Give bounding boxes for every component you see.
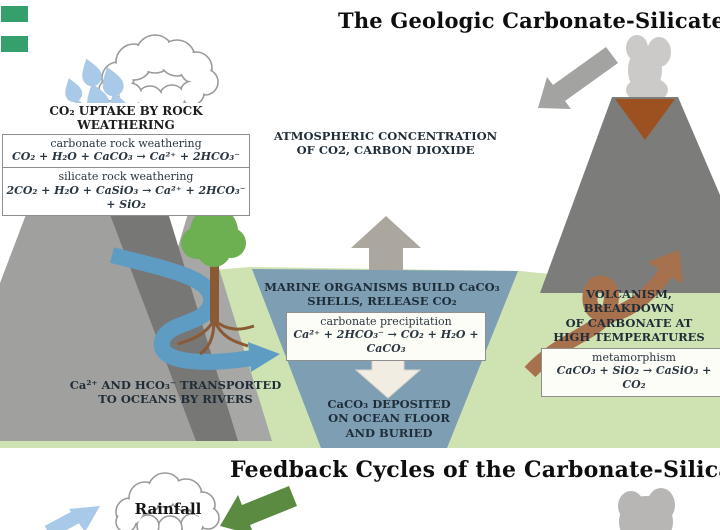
volcanism-arrow-icon xyxy=(524,250,683,378)
silicate-weathering-row: silicate rock weathering 2CO₂ + H₂O + Ca… xyxy=(3,167,249,215)
weathering-equations: carbonate rock weathering CO₂ + H₂O + Ca… xyxy=(2,134,250,217)
weathering-panel: CO₂ UPTAKE BY ROCK WEATHERING carbonate … xyxy=(2,103,250,217)
precipitation-label: carbonate precipitation xyxy=(320,315,452,328)
tree-roots-icon xyxy=(177,318,255,356)
section1-title: The Geologic Carbonate-Silicate Cycle xyxy=(338,8,720,33)
deposit-label: CaCO₃ DEPOSITED ON OCEAN FLOOR AND BURIE… xyxy=(327,397,451,440)
volcano-shape xyxy=(540,97,720,293)
rainfall-label: Rainfall xyxy=(134,500,202,518)
metamorphism-equation: CaCO₃ + SiO₂ → CaSiO₃ + CO₂ xyxy=(556,364,712,392)
carbonate-weathering-label: carbonate rock weathering xyxy=(50,137,202,150)
tree-icon xyxy=(177,207,255,356)
rivers-label: Ca²⁺ AND HCO₃⁻ TRANSPORTED TO OCEANS BY … xyxy=(69,378,282,407)
silicate-weathering-label: silicate rock weathering xyxy=(58,170,194,184)
feedback-green-arrow-icon xyxy=(220,486,297,530)
crater-shape xyxy=(615,99,675,140)
metamorphism-box: metamorphism CaCO₃ + SiO₂ → CaSiO₃ + CO₂ xyxy=(541,348,720,397)
feedback-river-arrow-icon xyxy=(44,506,100,530)
precipitation-equation: Ca²⁺ + 2HCO₃⁻ → CO₂ + H₂O + CaCO₃ xyxy=(293,328,479,356)
carbonate-weathering-row: carbonate rock weathering CO₂ + H₂O + Ca… xyxy=(3,135,249,167)
rainfall-cloud-icon xyxy=(115,472,220,530)
weathering-header: CO₂ UPTAKE BY ROCK WEATHERING xyxy=(49,104,203,132)
co2-up-arrow-icon xyxy=(351,216,421,270)
carbonate-weathering-equation: CO₂ + H₂O + CaCO₃ → Ca²⁺ + 2HCO₃⁻ xyxy=(11,150,240,164)
volcano-smoke-icon xyxy=(626,35,671,103)
section2-title: Feedback Cycles of the Carbonate-Silicat… xyxy=(230,457,720,483)
metamorphism-label: metamorphism xyxy=(592,351,676,364)
subduction-arrow-icon xyxy=(538,47,618,109)
atmosphere-label: ATMOSPHERIC CONCENTRATION OF CO2, CARBON… xyxy=(273,129,498,158)
green-marker-icon xyxy=(1,36,28,52)
marine-label: MARINE ORGANISMS BUILD CaCO₃ SHELLS, REL… xyxy=(264,280,500,309)
green-marker-icon xyxy=(1,6,28,22)
precipitation-box: carbonate precipitation Ca²⁺ + 2HCO₃⁻ → … xyxy=(286,312,486,361)
river-arrow-icon xyxy=(109,247,280,372)
volcanism-label: VOLCANISM, BREAKDOWN OF CARBONATE AT HIG… xyxy=(553,287,705,345)
silicate-weathering-equation: 2CO₂ + H₂O + CaSiO₃ → Ca²⁺ + 2HCO₃⁻ + Si… xyxy=(6,183,246,211)
feedback-smoke-icon xyxy=(618,488,675,530)
